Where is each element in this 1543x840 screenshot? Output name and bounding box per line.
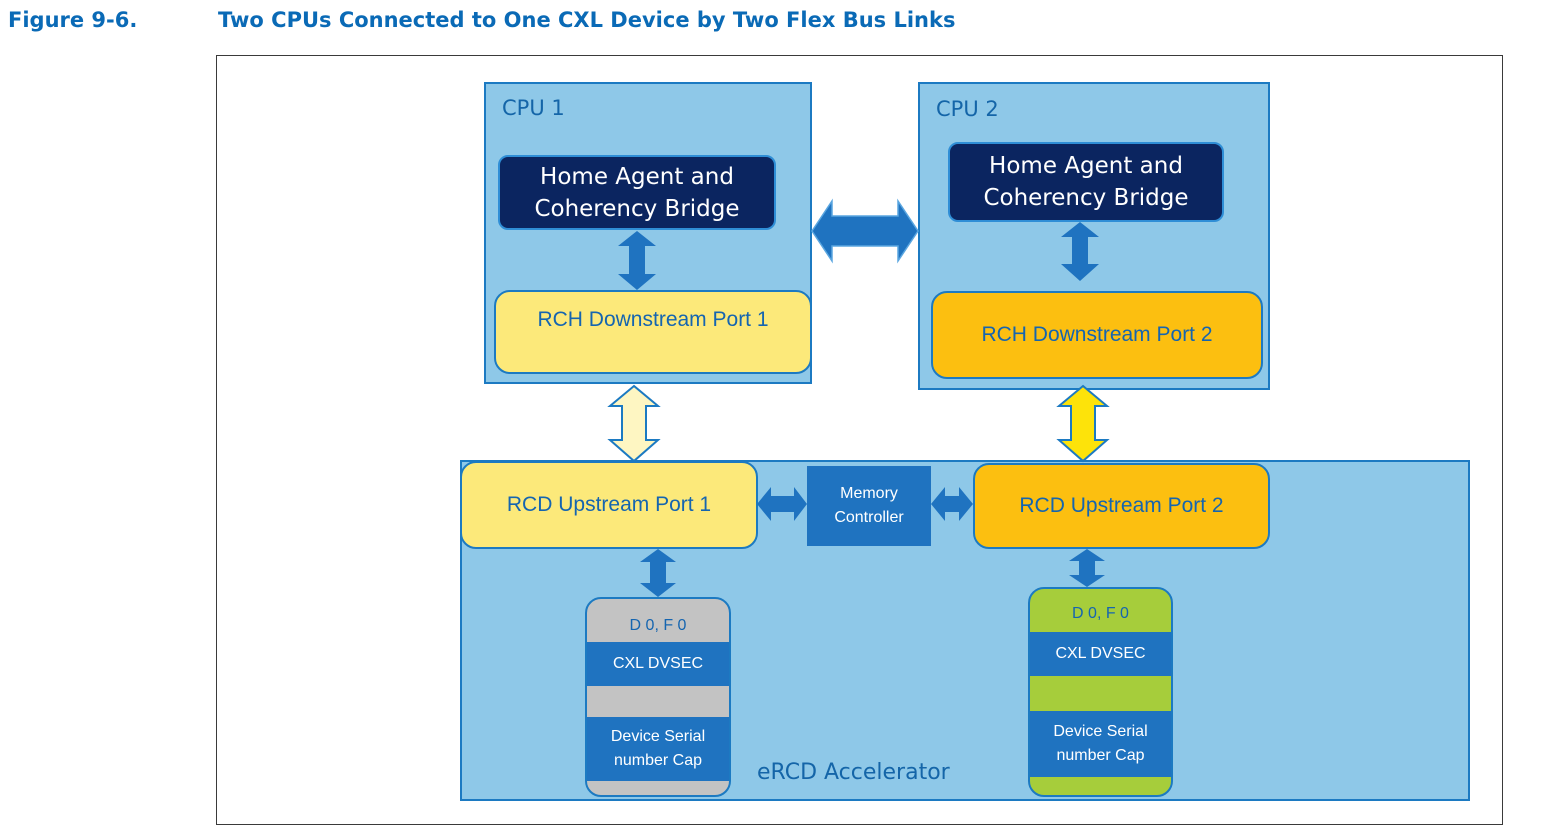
upstream1-to-memory-arrow xyxy=(757,487,807,521)
cpu1-home-agent: Home Agent and Coherency Bridge xyxy=(498,155,776,230)
config-space-2-serial-line1: Device Serial xyxy=(1053,723,1148,740)
cpu1-internal-arrow xyxy=(618,231,656,290)
cpu-to-cpu-arrow xyxy=(811,198,919,264)
upstream2-to-config2-arrow xyxy=(1069,549,1105,587)
flex-bus-link-2-arrow xyxy=(1056,384,1110,463)
cpu1-label: CPU 1 xyxy=(502,96,565,120)
config-space-1-cxl-dvsec-label: CXL DVSEC xyxy=(612,655,704,672)
rch-downstream-port-2: RCH Downstream Port 2 xyxy=(931,291,1263,379)
memory-controller: Memory Controller xyxy=(807,466,931,546)
cpu2-home-agent: Home Agent and Coherency Bridge xyxy=(948,142,1224,222)
config-space-2-serial-line2: number Cap xyxy=(1056,747,1145,764)
config-space-1-cxl-dvsec: CXL DVSEC xyxy=(587,642,729,686)
config-space-2-cxl-dvsec: CXL DVSEC xyxy=(1030,632,1171,676)
cpu2-home-agent-line1: Home Agent and xyxy=(989,153,1183,179)
rcd-upstream-port-2-label: RCD Upstream Port 2 xyxy=(1019,494,1224,517)
cpu2-label: CPU 2 xyxy=(936,97,999,121)
config-space-1-serial-line2: number Cap xyxy=(613,752,703,769)
config-space-2-header: D 0, F 0 xyxy=(1072,605,1129,622)
rcd-upstream-port-1-label: RCD Upstream Port 1 xyxy=(506,493,712,516)
config-space-2-cxl-dvsec-label: CXL DVSEC xyxy=(1055,645,1146,662)
memory-controller-line1: Memory xyxy=(840,485,898,502)
memory-to-upstream2-arrow xyxy=(931,487,973,521)
figure-number: Figure 9-6. xyxy=(8,8,138,32)
rcd-upstream-port-1: RCD Upstream Port 1 xyxy=(460,461,758,549)
config-space-1-header: D 0, F 0 xyxy=(629,617,687,634)
figure-title: Two CPUs Connected to One CXL Device by … xyxy=(218,8,956,32)
cpu1-home-agent-line2: Coherency Bridge xyxy=(534,195,740,222)
config-space-1-serial-line1: Device Serial xyxy=(610,728,706,745)
rch-downstream-port-1-label: RCH Downstream Port 1 xyxy=(537,308,769,331)
rch-downstream-port-2-label: RCH Downstream Port 2 xyxy=(981,323,1213,346)
memory-controller-line2: Controller xyxy=(834,509,904,526)
config-space-2: D 0, F 0 CXL DVSEC Device Serial number … xyxy=(1028,587,1173,797)
flex-bus-link-1-arrow xyxy=(607,384,661,463)
cpu2-internal-arrow xyxy=(1061,222,1099,281)
cpu1-home-agent-line1: Home Agent and xyxy=(540,163,734,190)
upstream1-to-config1-arrow xyxy=(640,549,676,597)
config-space-2-serial-cap: Device Serial number Cap xyxy=(1030,711,1171,777)
rch-downstream-port-1: RCH Downstream Port 1 xyxy=(494,290,812,374)
config-space-1-serial-cap: Device Serial number Cap xyxy=(587,717,729,781)
rcd-upstream-port-2: RCD Upstream Port 2 xyxy=(973,463,1270,549)
cpu2-home-agent-line2: Coherency Bridge xyxy=(983,185,1189,211)
ercd-accelerator-label: eRCD Accelerator xyxy=(757,760,950,785)
config-space-1: D 0, F 0 CXL DVSEC Device Serial number … xyxy=(585,597,731,797)
